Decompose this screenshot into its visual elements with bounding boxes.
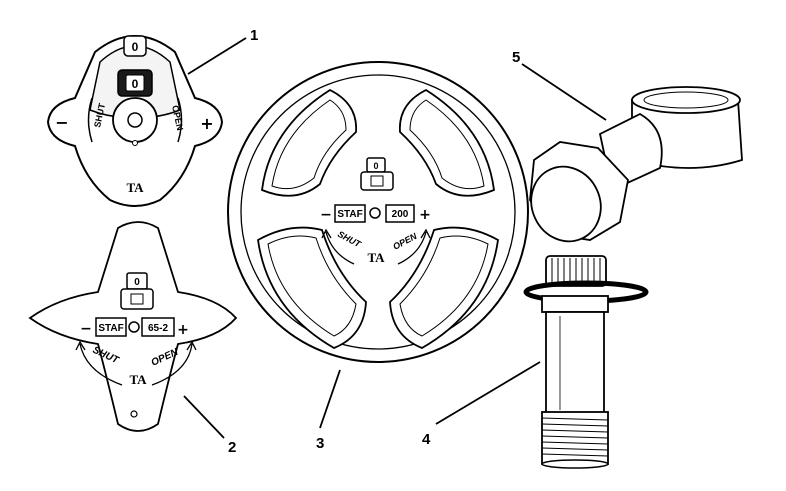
part-2-plus-sign: + bbox=[177, 322, 189, 338]
part-3-shut-arrow bbox=[325, 231, 355, 265]
part-2-open-arrow bbox=[151, 343, 193, 386]
part-3-size-box bbox=[385, 204, 415, 223]
part-1-minus-sign: − bbox=[55, 113, 68, 132]
part-3-minus-sign: − bbox=[320, 207, 332, 223]
part-2-minus-sign: − bbox=[80, 321, 92, 337]
part-1-small-window bbox=[123, 35, 147, 57]
callout-5-number: 5 bbox=[512, 49, 520, 66]
part-1-small-window-digit: 0 bbox=[132, 40, 139, 54]
callouts: 1 2 3 4 5 bbox=[183, 27, 607, 456]
part-2-staf-label: STAF bbox=[98, 323, 123, 334]
callout-2-leader bbox=[183, 395, 225, 439]
part-3-center-hole bbox=[369, 207, 381, 219]
part-3-opening-bottom-left bbox=[257, 226, 367, 349]
part-2-indicator-digit: 0 bbox=[134, 277, 140, 288]
part-1-center-hole bbox=[127, 112, 143, 128]
part-3-indicator-digit: 0 bbox=[373, 161, 378, 171]
part-3-plus-sign: + bbox=[419, 207, 431, 223]
part-1-plus-sign: + bbox=[200, 114, 213, 133]
part-3-staf-box bbox=[334, 204, 366, 223]
part-1-main-window-digit: 0 bbox=[132, 77, 139, 91]
part-2-logo: TA bbox=[129, 372, 147, 387]
part-3-size-label: 200 bbox=[392, 209, 409, 220]
callout-2-number: 2 bbox=[228, 439, 236, 456]
part-3-logo: TA bbox=[367, 250, 385, 265]
callout-4-leader bbox=[435, 361, 541, 425]
part-4-shaft bbox=[545, 311, 605, 417]
callout-3-number: 3 bbox=[316, 435, 324, 452]
part-3-handwheel: 0 STAF 200 − + SHUT OPEN TA bbox=[227, 61, 529, 363]
part-2-flat-cap: 0 STAF 65-2 − + SHUT OPEN TA bbox=[28, 221, 238, 432]
part-1-logo: TA bbox=[126, 180, 144, 195]
callout-4-number: 4 bbox=[422, 431, 431, 448]
part-2-shut-arrow bbox=[79, 343, 123, 386]
part-2-size-box bbox=[141, 317, 175, 337]
part-2-bottom-hole bbox=[130, 410, 138, 418]
part-3-inner-rim bbox=[240, 74, 516, 350]
callout-5-leader bbox=[521, 63, 607, 121]
part-1-handwheel-cap: 0 0 − + SHUT OPEN TA bbox=[46, 35, 224, 207]
part-3-opening-top-right bbox=[399, 88, 495, 197]
part-2-size-label: 65-2 bbox=[148, 323, 168, 334]
callout-1-leader bbox=[187, 37, 247, 75]
part-4-threaded-spindle bbox=[523, 255, 649, 469]
part-3-open-arrow bbox=[397, 231, 427, 265]
part-3-staf-label: STAF bbox=[337, 209, 362, 220]
part-2-staf-box bbox=[95, 317, 127, 337]
part-3-opening-bottom-right bbox=[389, 226, 499, 349]
part-3-opening-top-left bbox=[261, 88, 357, 197]
callout-1-number: 1 bbox=[250, 27, 258, 44]
part-4-collar bbox=[541, 295, 609, 313]
part-5-angled-fitting bbox=[529, 86, 743, 243]
part-5-nut-face bbox=[530, 165, 602, 243]
part-2-center-hole bbox=[128, 321, 140, 333]
callout-3-leader bbox=[319, 369, 341, 429]
